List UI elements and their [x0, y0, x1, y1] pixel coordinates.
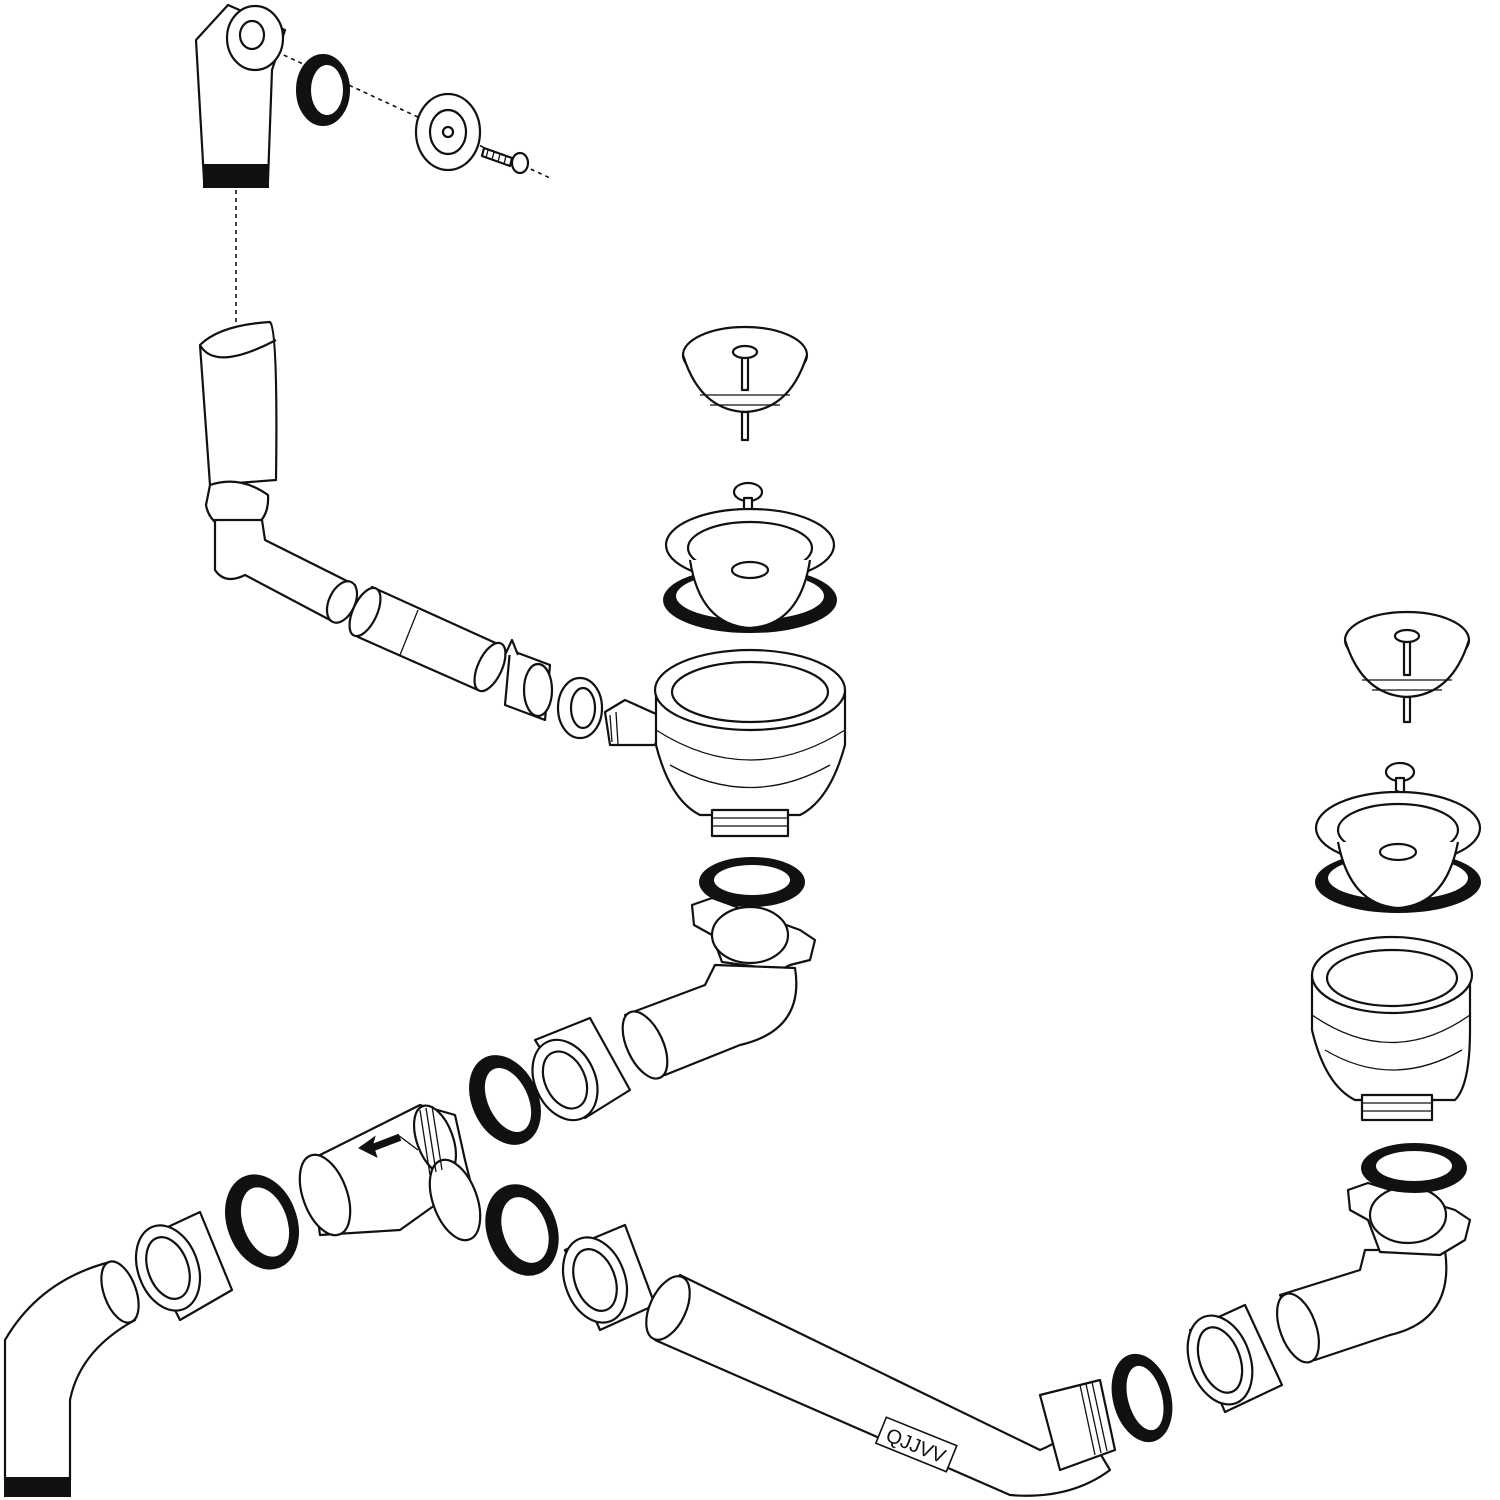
flow-arrow-icon — [358, 1133, 402, 1158]
long-drain-pipe: QJJVV — [645, 1273, 1117, 1497]
center-pipe-nut — [561, 1223, 657, 1332]
left-outlet-gasket — [699, 857, 805, 907]
overflow-inlet-tube — [198, 320, 278, 534]
left-pipe-seal-ring — [469, 1055, 541, 1145]
bottom-left-nut — [134, 1210, 234, 1322]
tee-fitting — [298, 1103, 482, 1242]
overflow-cover-disc — [414, 92, 482, 172]
left-pipe-nut — [531, 1016, 632, 1122]
right-sink-strainer-body — [1310, 935, 1474, 1122]
overflow-hose-elbow — [213, 518, 359, 624]
left-union-nut — [690, 896, 817, 972]
overflow-screw — [480, 146, 530, 175]
left-waste-elbow — [621, 963, 798, 1080]
right-outlet-gasket — [1361, 1143, 1467, 1193]
left-sink-strainer-body — [653, 648, 847, 838]
overflow-hose-connector — [348, 585, 507, 693]
right-strainer-basket — [1343, 610, 1471, 724]
right-union-nut — [1346, 1181, 1472, 1257]
left-plug-assembly — [663, 481, 837, 633]
overflow-gasket-ring — [296, 54, 350, 126]
right-plug-assembly — [1314, 761, 1482, 913]
tee-seal-ring-right — [485, 1184, 559, 1276]
bottom-left-elbow — [3, 1260, 140, 1497]
overflow-head — [194, 3, 287, 188]
right-pipe-nut — [1186, 1303, 1284, 1414]
tee-seal-ring-left — [225, 1174, 299, 1270]
left-strainer-basket — [681, 325, 809, 442]
right-pipe-seal-ring — [1111, 1353, 1173, 1443]
overflow-nut — [503, 638, 554, 722]
overflow-washer — [556, 676, 604, 740]
right-waste-elbow — [1275, 1248, 1448, 1364]
